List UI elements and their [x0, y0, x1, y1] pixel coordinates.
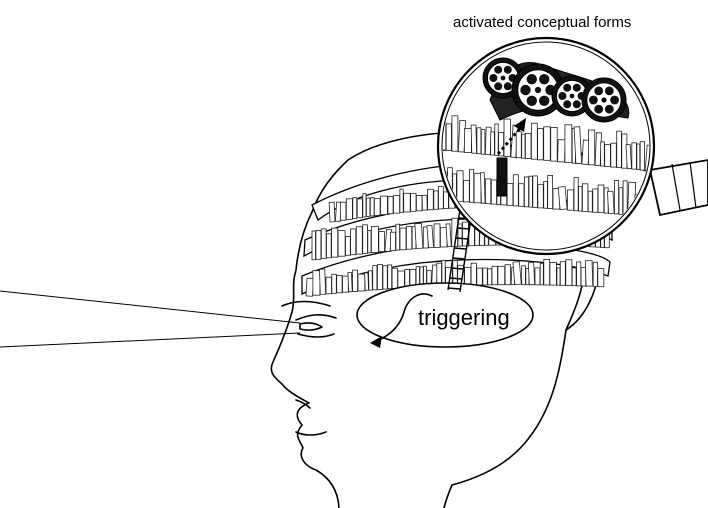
curved-arrow-head [370, 336, 382, 348]
triggering-label: triggering [418, 305, 510, 330]
sight-lines [0, 291, 300, 347]
highlighted-book [497, 158, 507, 196]
mouth [296, 432, 326, 435]
activated-forms-label: activated conceptual forms [453, 14, 631, 31]
